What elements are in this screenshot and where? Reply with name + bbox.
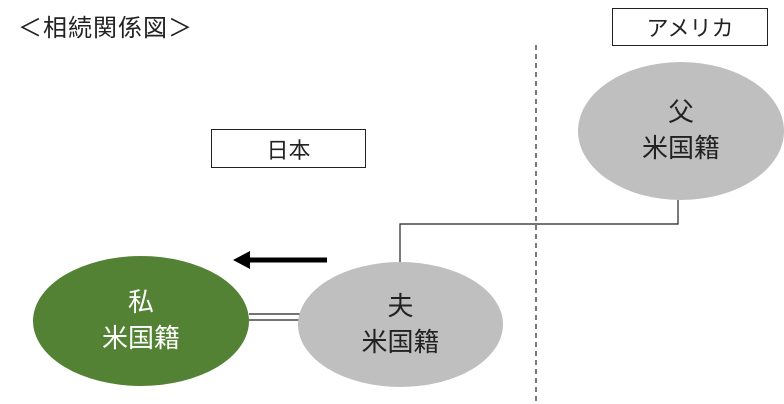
arrow-left-icon	[233, 251, 250, 269]
person-name: 父	[667, 98, 694, 128]
diagram-title: ＜相続関係図＞	[18, 14, 193, 42]
person-nationality: 米国籍	[641, 134, 720, 164]
person-husband: 夫 米国籍	[298, 262, 503, 387]
person-nationality: 米国籍	[361, 327, 440, 358]
region-label-america: アメリカ	[612, 8, 768, 46]
person-father: 父 米国籍	[578, 62, 784, 200]
parent-child-line	[399, 200, 679, 262]
person-name: 夫	[387, 291, 414, 322]
person-me: 私 米国籍	[33, 256, 249, 386]
person-name: 私	[127, 288, 154, 318]
person-nationality: 米国籍	[101, 324, 180, 354]
region-label-japan: 日本	[211, 129, 366, 168]
